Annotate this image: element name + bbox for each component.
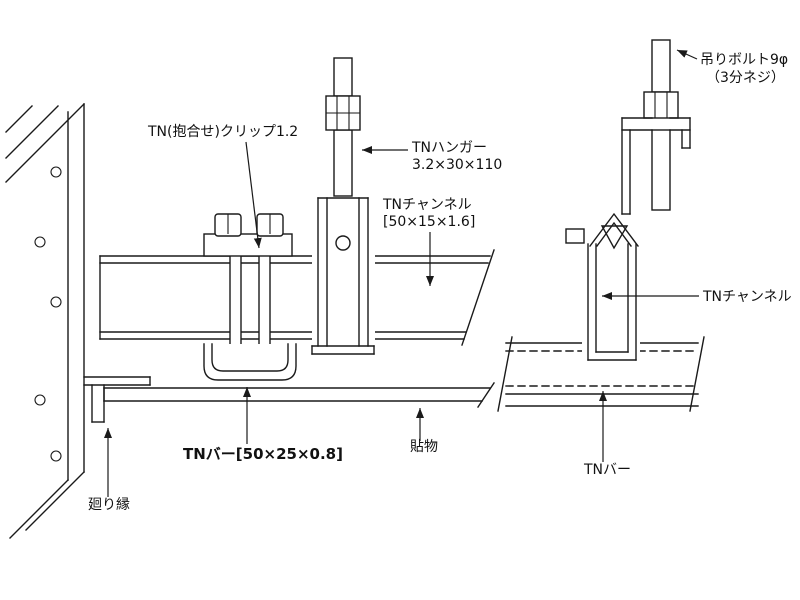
left-wall-section — [5, 103, 85, 539]
spring-clip-inner — [596, 221, 632, 247]
bar-left-label: TNバー[50×25×0.8] — [183, 445, 343, 463]
clip-bar-wrap-inner — [211, 343, 289, 372]
wall-break-hatch — [5, 105, 33, 133]
clip-screw-head — [565, 228, 585, 244]
wall-hole — [34, 394, 46, 406]
spring-clip-outer — [589, 212, 639, 247]
tn-channel-section-right — [565, 212, 640, 362]
molding-label: 廻り縁 — [88, 497, 130, 513]
wall-hole — [34, 236, 46, 248]
hanging-bolt-rod — [651, 129, 671, 211]
bolt-nut — [643, 91, 679, 119]
wall-hole — [50, 450, 62, 462]
ceiling-board-left — [103, 382, 495, 408]
wall-break-hatch — [25, 471, 85, 531]
channel-left-label-line2: [50×15×1.6] — [383, 214, 475, 230]
board-break-line — [477, 382, 495, 408]
clip-leader — [245, 141, 262, 249]
clip-wedge-hatched — [600, 225, 629, 250]
bar-break-line — [689, 336, 705, 412]
bar-right-label: TNバー — [583, 462, 631, 478]
board-label: 貼物 — [410, 439, 438, 455]
hanger-hole — [335, 235, 351, 251]
hanging-bolt-assembly — [621, 39, 691, 215]
tn-clip — [203, 213, 297, 381]
wall-break-hatch — [9, 479, 69, 539]
channel-left-label-line1: TNチャンネル — [382, 197, 472, 213]
bar-break-line — [497, 336, 513, 412]
channel-section-mask — [582, 236, 640, 362]
clip-prong-mask — [230, 252, 241, 348]
wall-hole — [50, 166, 62, 178]
hanger-threaded-rod — [333, 129, 353, 197]
leader-lines — [104, 49, 699, 497]
bolt-leader — [676, 49, 698, 60]
channel-right-label: TNチャンネル — [702, 289, 792, 305]
hanger-threaded-rod — [333, 57, 353, 97]
clip-prong-mask — [259, 252, 270, 348]
clip-plate — [203, 233, 293, 257]
clip-bar-wrap-outer — [203, 343, 297, 381]
hanging-bolt-label-line1: 吊りボルト9φ — [700, 52, 788, 68]
wall-break-hatch — [5, 103, 85, 183]
channel-break-line — [461, 249, 495, 346]
clip-label: TN(抱合せ)クリップ1.2 — [147, 124, 298, 140]
tn-channel-elevation — [99, 249, 495, 346]
hanging-bolt-rod — [651, 39, 671, 93]
wall-hole — [50, 296, 62, 308]
hanging-bolt-label-line2: （3分ネジ） — [706, 70, 785, 86]
hanger-label-line1: TNハンガー — [411, 140, 487, 156]
labels: TN(抱合せ)クリップ1.2 TNハンガー 3.2×30×110 TNチャンネル… — [88, 52, 792, 513]
tn-hanger — [311, 57, 375, 356]
hanger-label-line2: 3.2×30×110 — [412, 157, 502, 173]
hanger-mask — [312, 196, 375, 356]
molding-profile — [83, 376, 151, 423]
wall-break-hatch — [5, 105, 59, 159]
